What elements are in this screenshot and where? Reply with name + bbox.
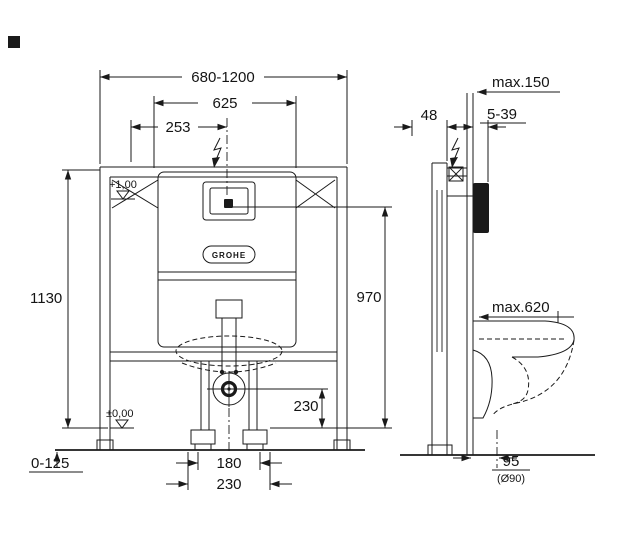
dim-max-wall-label: max.150 [492, 74, 550, 91]
dim-base-spacing: 230 [166, 452, 292, 493]
dim-actuator-offset: 253 [130, 118, 228, 196]
dim-cistern-width-label: 625 [212, 95, 237, 112]
dim-outlet-height: 230 [246, 388, 328, 428]
dim-cistern-width: 625 [153, 95, 297, 168]
frame-profile-side [427, 162, 473, 456]
dim-outlet-diameter-label: (Ø90) [497, 473, 525, 485]
dim-actuator-height-label: 970 [356, 289, 381, 306]
brand-label: GROHE [212, 251, 246, 260]
dim-outlet-width: 180 [176, 452, 282, 472]
dim-width-range: 680-1200 [99, 69, 348, 164]
dim-max-depth-label: max.620 [492, 299, 550, 316]
cistern [111, 171, 336, 375]
water-supply-arrow-side [450, 137, 460, 168]
flush-actuator-center [224, 199, 233, 208]
dim-actuator-height: 970 [233, 206, 392, 429]
flush-plate-front [202, 181, 256, 221]
dim-outlet-offset-label: 95 [503, 453, 520, 470]
front-view: 680-1200 625 253 1130 +1,00 [29, 69, 392, 493]
drain-outlet [207, 371, 251, 452]
wall-profile [466, 93, 474, 455]
dim-outlet-height-label: 230 [293, 398, 318, 415]
side-view: max.150 48 5-39 [394, 74, 595, 485]
dim-outlet-offset: 95 (Ø90) [453, 453, 530, 485]
dim-foot-adjust-label: 0-125 [31, 455, 69, 472]
dim-max-wall-distance: max.150 [477, 74, 560, 96]
water-supply-arrow-front [212, 137, 222, 168]
dim-plate-range-label: 5-39 [487, 106, 517, 123]
page-corner-mark [8, 36, 20, 48]
dim-frame-depth-label: 48 [421, 107, 438, 124]
dim-frame-height-label: 1130 [30, 290, 62, 307]
dim-foot-adjust: 0-125 [29, 452, 83, 473]
dim-max-depth: max.620 [479, 299, 574, 323]
pan-outline-front [175, 335, 283, 373]
dim-plate-range: 5-39 [455, 106, 526, 182]
pan-outline-side [472, 320, 575, 468]
level-zero-label: ±0,00 [106, 408, 133, 420]
dim-frame-depth: 48 [394, 107, 465, 161]
flush-plate-side [473, 183, 489, 233]
dim-width-range-label: 680-1200 [191, 69, 254, 86]
level-marker-zero: ±0,00 [106, 408, 134, 429]
dim-actuator-offset-label: 253 [165, 119, 190, 136]
dim-base-spacing-label: 230 [216, 476, 241, 493]
support-legs [190, 361, 268, 451]
dim-outlet-width-label: 180 [216, 455, 241, 472]
grohe-logo: GROHE [202, 245, 256, 264]
dim-frame-height: 1130 [30, 169, 108, 429]
